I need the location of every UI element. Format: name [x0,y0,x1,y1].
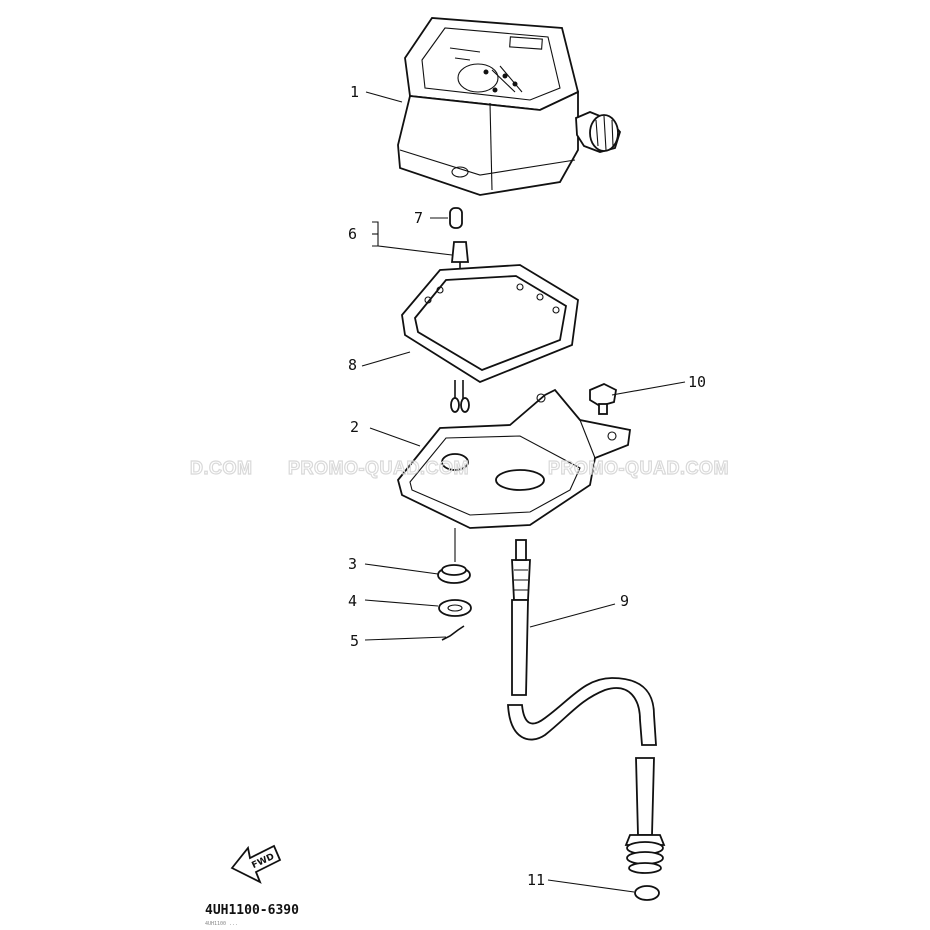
callout-3: 3 [348,555,357,573]
fine-print: 4UH1100 ... [205,921,238,927]
leader-lines [361,91,686,893]
bolt [589,383,617,415]
o-ring [634,885,660,901]
speedometer-assembly [397,17,622,196]
callout-numbers: 1 2 3 4 5 6 7 8 9 10 11 [348,83,706,889]
watermark-text-3: PROMO-QUAD.COM [548,458,729,478]
fwd-arrow-icon: FWD [230,844,282,884]
meter-bracket [397,388,632,529]
watermark-text-1: D.COM [190,458,253,478]
clip [441,625,465,641]
callout-9: 9 [620,592,629,610]
part-number: 4UH1100-6390 [205,903,299,918]
callout-1: 1 [350,83,359,101]
callout-4: 4 [348,592,357,610]
callout-8: 8 [348,356,357,374]
callout-2: 2 [350,418,359,436]
washer [438,599,472,617]
callout-10: 10 [688,373,706,391]
grommet [437,564,471,584]
speedometer-cable [507,539,666,874]
callout-11: 11 [527,871,545,889]
watermark-text-2: PROMO-QUAD.COM [288,458,469,478]
callout-6: 6 [348,225,357,243]
watermark: D.COM PROMO-QUAD.COM PROMO-QUAD.COM [189,457,729,478]
callout-7: 7 [414,209,423,227]
callout-5: 5 [350,632,359,650]
gasket [401,264,579,413]
